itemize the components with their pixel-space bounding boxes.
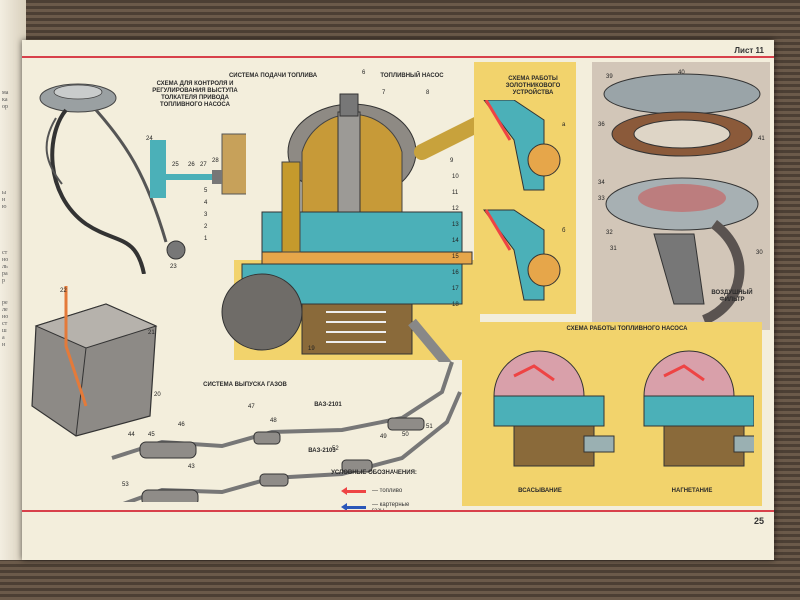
suction-caption: Всасывание — [518, 488, 562, 494]
sheet-label: Лист 11 — [734, 46, 764, 55]
exhaust-system-illustration — [111, 362, 462, 502]
callout-label: 19 — [308, 346, 315, 352]
legend-title: Условные обозначения: — [331, 470, 417, 476]
fuel-tank-illustration — [31, 286, 158, 437]
callout-label: 40 — [678, 70, 685, 76]
callout-label: 25 — [172, 162, 179, 168]
callout-label: 26 — [188, 162, 195, 168]
subfigure-label: б — [562, 228, 566, 234]
callout-label: 53 — [122, 482, 129, 488]
legend-fuel-label: — топливо — [372, 488, 403, 494]
callout-label: 16 — [452, 270, 459, 276]
page-number: 25 — [753, 516, 764, 526]
fuel-system-caption: Система подачи топлива — [228, 73, 318, 79]
valve-scheme-illustration — [483, 100, 561, 301]
vaz2103-label: ВАЗ-2103 — [308, 448, 336, 454]
callout-label: 46 — [178, 422, 185, 428]
callout-label: 2 — [204, 224, 208, 230]
callout-label: 45 — [148, 432, 155, 438]
control-scheme-caption: Схема для контроля и регулирования высту… — [152, 81, 238, 108]
callout-label: 10 — [452, 174, 459, 180]
callout-label: 44 — [128, 432, 135, 438]
callout-label: 33 — [598, 196, 605, 202]
callout-label: 31 — [610, 246, 617, 252]
callout-label: 39 — [606, 74, 613, 80]
callout-label: 18 — [452, 302, 459, 308]
bottom-rule — [22, 510, 774, 512]
legend-gas-label: — картерные газы — [372, 502, 410, 514]
callout-label: 49 — [380, 434, 387, 440]
callout-label: 41 — [758, 136, 765, 142]
subfigure-label: а — [562, 122, 566, 128]
callout-label: 36 — [598, 122, 605, 128]
air-filter-caption: Воздушный фильтр — [711, 290, 753, 303]
callout-label: 14 — [452, 238, 459, 244]
callout-label: 6 — [362, 70, 366, 76]
fuel-pump-cutaway — [221, 93, 482, 362]
pump-scheme-illustration — [493, 350, 754, 467]
gas-arrow-icon — [341, 503, 366, 511]
callout-label: 4 — [204, 200, 208, 206]
exhaust-system-caption: Система выпуска газов — [203, 382, 287, 388]
callout-label: 48 — [270, 418, 277, 424]
callout-label: 1 — [204, 236, 208, 242]
discharge-caption: Нагнетание — [671, 488, 713, 494]
callout-label: 13 — [452, 222, 459, 228]
callout-label: 52 — [332, 446, 339, 452]
top-rule — [22, 56, 774, 58]
callout-label: 30 — [756, 250, 763, 256]
valve-scheme-caption: Схема работы золотникового устройства — [505, 76, 561, 96]
air-filter-illustration — [603, 73, 761, 325]
callout-label: 23 — [170, 264, 177, 270]
callout-label: 5 — [204, 188, 208, 194]
callout-label: 24 — [146, 136, 153, 142]
callout-label: 8 — [426, 90, 430, 96]
callout-label: 21 — [148, 330, 155, 336]
callout-label: 3 — [204, 212, 208, 218]
callout-label: 11 — [452, 190, 459, 196]
callout-label: 34 — [598, 180, 605, 186]
callout-label: 51 — [426, 424, 433, 430]
callout-label: 20 — [154, 392, 161, 398]
callout-label: 28 — [212, 158, 219, 164]
fuel-arrow-icon — [341, 487, 366, 495]
manual-page: Лист 11 Схема для контроля и регулирован… — [22, 40, 774, 560]
fuel-pump-caption: Топливный насос — [380, 73, 444, 79]
callout-label: 7 — [382, 90, 386, 96]
callout-label: 9 — [450, 158, 454, 164]
callout-label: 32 — [606, 230, 613, 236]
callout-label: 50 — [402, 432, 409, 438]
callout-label: 15 — [452, 254, 459, 260]
callout-label: 47 — [248, 404, 255, 410]
vaz2101-label: ВАЗ-2101 — [314, 402, 342, 408]
callout-label: 17 — [452, 286, 459, 292]
callout-label: 12 — [452, 206, 459, 212]
callout-label: 22 — [60, 288, 67, 294]
callout-label: 27 — [200, 162, 207, 168]
control-scheme-illustration — [39, 83, 246, 274]
pump-scheme-caption: Схема работы топливного насоса — [566, 326, 688, 332]
callout-label: 43 — [188, 464, 195, 470]
